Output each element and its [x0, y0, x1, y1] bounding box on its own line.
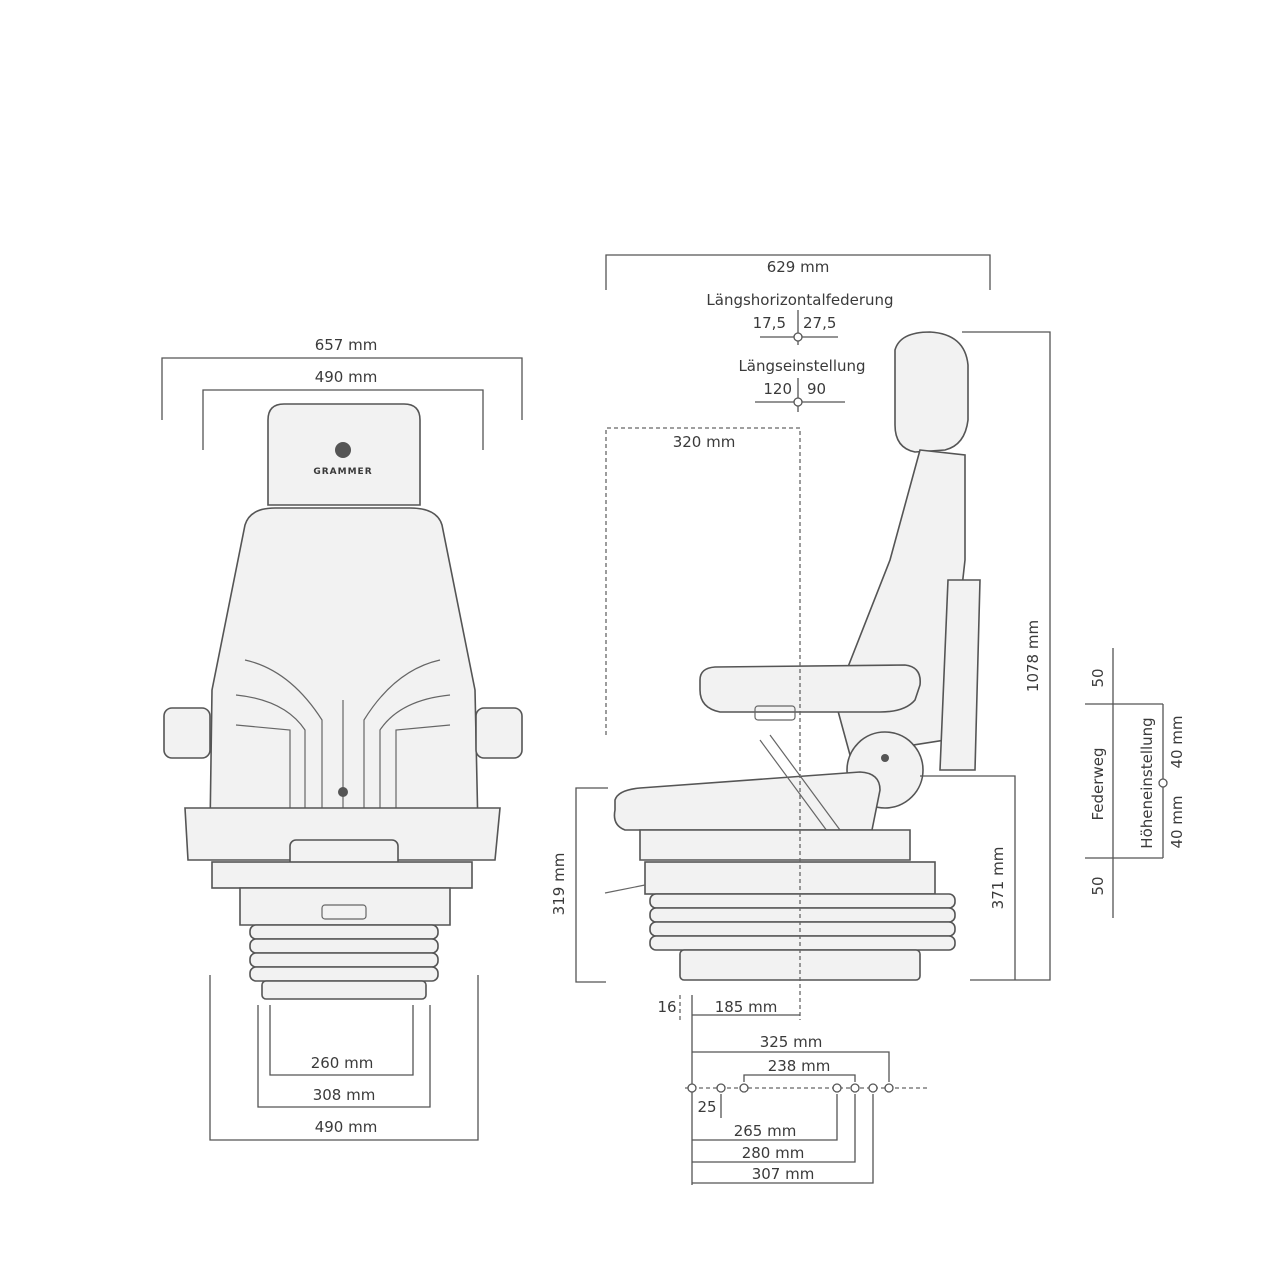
- mounting-holes: [687, 1083, 894, 1093]
- dim-adjustment-right: 90: [807, 380, 826, 398]
- dim-travel-upper: 50: [1089, 668, 1107, 687]
- dim-hole-25: 25: [697, 1098, 716, 1116]
- dim-suspension-left: 17,5: [753, 314, 786, 332]
- dim-side-16: 16: [657, 998, 676, 1016]
- label-federweg: Federweg: [1089, 748, 1107, 821]
- dim-height-up: 40 mm: [1168, 715, 1186, 768]
- dim-hole-307: 307 mm: [752, 1165, 815, 1183]
- dim-front-490-top: 490 mm: [315, 368, 378, 386]
- dim-hole-265: 265 mm: [734, 1122, 797, 1140]
- side-seat-cushion: [613, 771, 881, 831]
- front-armrest-right: [475, 707, 523, 759]
- dim-side-320: 320 mm: [673, 433, 736, 451]
- side-dimensions: 629 mm Längshorizontalfederung 17,5 27,5…: [550, 254, 1186, 1185]
- dim-side-371: 371 mm: [989, 847, 1007, 910]
- dim-hole-238: 238 mm: [768, 1057, 831, 1075]
- dim-adjustment-left: 120: [763, 380, 792, 398]
- side-view-seat: [604, 331, 981, 981]
- front-bellows: [249, 924, 439, 1000]
- label-hoeheneinstellung: Höheneinstellung: [1138, 717, 1156, 848]
- front-armrest-left: [163, 707, 211, 759]
- front-backrest: [209, 507, 479, 831]
- brand-logo-text: GRAMMER: [313, 467, 372, 477]
- dim-front-657: 657 mm: [315, 336, 378, 354]
- dim-travel-lower: 50: [1089, 876, 1107, 895]
- label-longitudinal-suspension: Längshorizontalfederung: [706, 291, 893, 309]
- dim-front-490-bottom: 490 mm: [315, 1118, 378, 1136]
- side-armrest: [699, 664, 922, 713]
- front-view-seat: GRAMMER: [163, 403, 523, 1000]
- dim-side-1078: 1078 mm: [1024, 620, 1042, 692]
- front-dimensions: 657 mm 490 mm 260 mm 308 mm 490 mm: [161, 336, 523, 1141]
- front-base: [239, 887, 451, 926]
- dim-suspension-right: 27,5: [803, 314, 836, 332]
- front-seat-cushion: [184, 807, 501, 861]
- label-longitudinal-adjustment: Längseinstellung: [738, 357, 865, 375]
- dim-height-down: 40 mm: [1168, 795, 1186, 848]
- dim-side-629: 629 mm: [767, 258, 830, 276]
- side-bellows: [649, 893, 956, 981]
- dim-front-260: 260 mm: [311, 1054, 374, 1072]
- dim-hole-325: 325 mm: [760, 1033, 823, 1051]
- brand-logo-icon: [335, 442, 351, 458]
- dim-side-319: 319 mm: [550, 853, 568, 916]
- dim-front-308: 308 mm: [313, 1086, 376, 1104]
- side-headrest: [894, 331, 969, 453]
- dim-hole-280: 280 mm: [742, 1144, 805, 1162]
- side-base: [644, 861, 936, 895]
- dim-side-185: 185 mm: [715, 998, 778, 1016]
